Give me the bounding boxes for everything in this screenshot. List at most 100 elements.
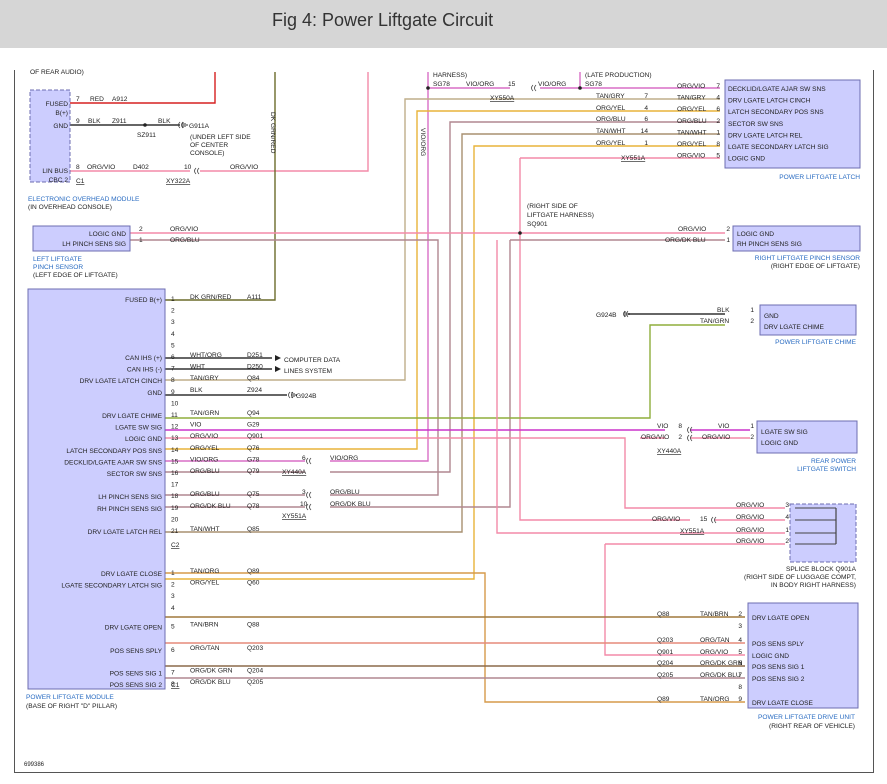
circuit-label: Q79 (247, 468, 260, 475)
module-location: IN BODY RIGHT HARNESS) (771, 582, 856, 589)
pin-number: 1 (716, 129, 720, 136)
wire-label: ORG/VIO (702, 434, 730, 441)
pin-number: 1 (171, 296, 175, 303)
pin-number: 16 (171, 470, 179, 477)
wire-label: ORG/YEL (190, 580, 220, 587)
pin-number: 7 (716, 83, 720, 90)
wire-label: ORG/VIO (190, 433, 218, 440)
pin-number: 11 (171, 412, 178, 419)
power-liftgate-module (27, 288, 166, 690)
plm-pin-name: CAN IHS (+) (125, 355, 162, 362)
pin-number: 21 (171, 528, 179, 535)
circuit-label: Q78 (247, 503, 260, 510)
circuit-label: Z924 (247, 387, 262, 394)
module-location: (BASE OF RIGHT "D" PILLAR) (26, 703, 117, 710)
module-location: (RIGHT EDGE OF LIFTGATE) (771, 263, 860, 270)
wire-org-vio-sq901 (519, 158, 690, 521)
splice-label: SQ901 (527, 221, 548, 228)
wire-label: VIO/ORG (538, 81, 566, 88)
wire-org-vio-drive5 (604, 544, 745, 656)
module-label: LIFTGATE SWITCH (797, 466, 856, 473)
wire-label: ORG/DK BLU (665, 237, 706, 244)
connector-name: C1 (171, 682, 180, 689)
circuit-label: Q901 (657, 649, 673, 656)
plc-pin-name: DECKLID/LGATE AJAR SW SNS (728, 86, 826, 93)
data-arrow-icon (275, 355, 281, 361)
pin-number: 6 (171, 647, 175, 654)
wire-label: TAN/WHT (677, 129, 707, 136)
plm-pin-name: LOGIC GND (125, 436, 162, 443)
pin-number: 1 (644, 140, 648, 147)
wire-label: ORG/YEL (677, 106, 707, 113)
wire-org-dk-blu-route (330, 240, 511, 508)
connector-xy551a-10 (306, 503, 312, 511)
pin-number: 6 (644, 116, 648, 123)
location-label: CONSOLE) (190, 150, 224, 157)
connector-label: XY551A (282, 513, 307, 520)
pin-number: 3 (171, 593, 175, 600)
ground-g911a-icon (182, 122, 188, 128)
location-label: OF CENTER (190, 142, 228, 149)
wire-dk-grn-red-a111 (165, 72, 276, 301)
module-label: REAR POWER (811, 458, 856, 465)
pin-number: 12 (171, 424, 179, 431)
pin-number: 2 (726, 226, 730, 233)
wire-label: WHT (190, 364, 205, 371)
connector-name: C1 (76, 178, 85, 185)
wire-label: ORG/TAN (700, 637, 730, 644)
connector-xy551a-15 (711, 516, 717, 524)
rear-power-liftgate-switch (756, 420, 858, 454)
circuit-label: Z911 (112, 118, 127, 125)
connector-xy551a-3 (306, 491, 312, 499)
plm-pin-name: DRV LGATE LATCH REL (88, 529, 163, 536)
ground-label: G924B (296, 393, 317, 400)
circuit-label: Q203 (247, 645, 263, 652)
plm-pin-name: POS SENS SIG 1 (110, 671, 163, 678)
module-location: (RIGHT REAR OF VEHICLE) (769, 723, 855, 730)
pin-number: 2 (738, 611, 742, 618)
diagram-frame (14, 70, 874, 773)
connector-label: XY550A (490, 95, 515, 102)
wire-label: TAN/BRN (700, 611, 729, 618)
plm-pin-name: LH PINCH SENS SIG (98, 494, 162, 501)
circuit-label: Q89 (657, 696, 670, 703)
splice-sg78-late (578, 86, 582, 90)
module-label: PINCH SENSOR (33, 264, 83, 271)
pin-number: 7 (171, 670, 175, 677)
pin-number: 10 (300, 501, 308, 508)
late-production-label: (LATE PRODUCTION) (585, 72, 652, 79)
wire-label: VIO (718, 423, 729, 430)
pin-number: 18 (171, 493, 179, 500)
wire-label: ORG/DK BLU (190, 503, 231, 510)
splice-sz911 (143, 123, 147, 127)
wire-label: ORG/VIO (170, 226, 198, 233)
wire-label: ORG/DK BLU (700, 672, 741, 679)
pin-number: 2 (171, 308, 175, 315)
connector-label: XY440A (282, 469, 307, 476)
plm-pin-name: LGATE SECONDARY LATCH SIG (61, 583, 162, 590)
splice-location: (RIGHT SIDE OF (527, 203, 578, 210)
splice-sq901 (518, 231, 522, 235)
pin-number: 7 (644, 93, 648, 100)
wire-label: ORG/BLU (677, 118, 707, 125)
pin-number: 14 (641, 128, 649, 135)
wire-vio-org-15 (330, 88, 429, 462)
wire-label: ORG/YEL (596, 140, 626, 147)
wire-label: ORG/BLU (170, 237, 200, 244)
wire-label: ORG/YEL (677, 141, 707, 148)
circuit-label: G78 (247, 456, 260, 463)
partial-label: OF REAR AUDIO) (30, 69, 84, 76)
electronic-overhead-module (29, 89, 71, 183)
pin-number: 2 (171, 582, 175, 589)
wire-label: TAN/GRN (190, 410, 219, 417)
module-label: LEFT LIFTGATE (33, 256, 82, 263)
pin-number: 6 (738, 660, 742, 667)
wire-label: TAN/GRY (596, 93, 625, 100)
wire-tan-grn-q94 (165, 324, 725, 419)
splice-sg78 (426, 86, 430, 90)
wire-label: ORG/VIO (736, 502, 764, 509)
splice-sg78-late-label: SG78 (585, 81, 602, 88)
module-pin-name: GND (53, 123, 68, 130)
module-location: (LEFT EDGE OF LIFTGATE) (33, 272, 118, 279)
